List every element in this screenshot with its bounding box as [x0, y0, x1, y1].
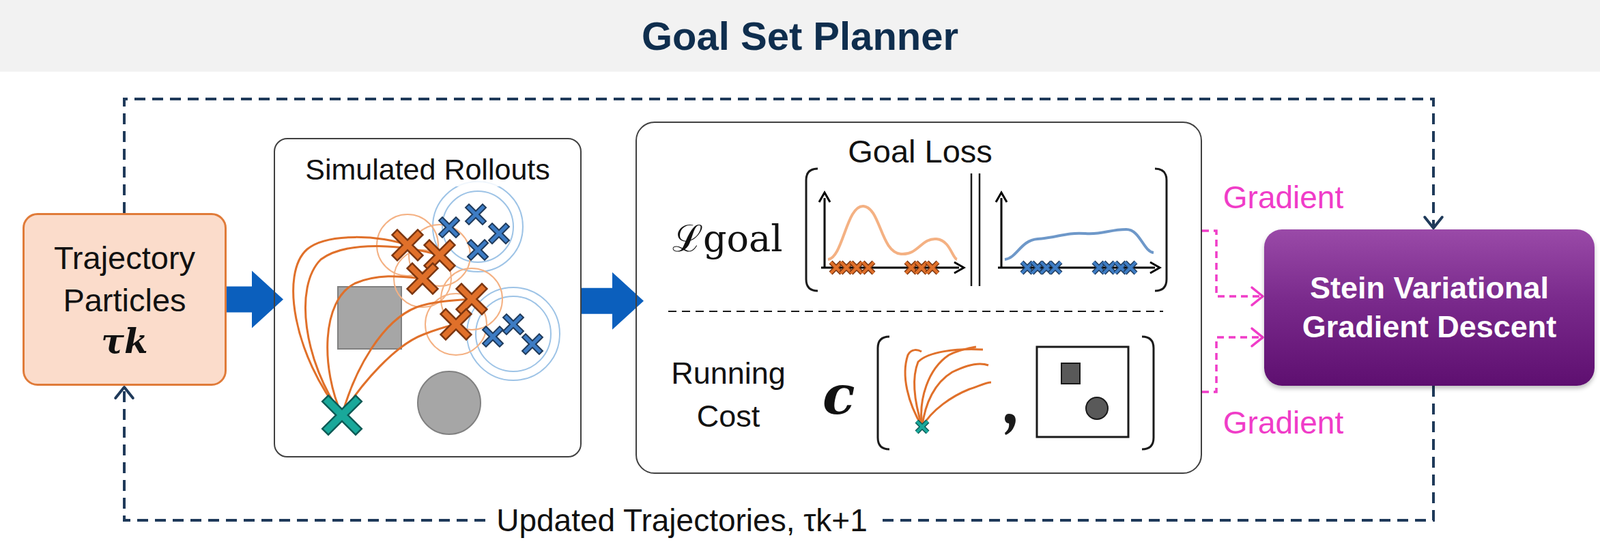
node-text: Trajectory Particles: [31, 236, 218, 321]
svgd-box: Stein Variational Gradient Descent: [1264, 229, 1595, 386]
arrow-head: [1251, 328, 1263, 347]
arrow-head: [1424, 217, 1443, 228]
connector-line: [1202, 230, 1263, 297]
title-band: Goal Set Planner: [0, 0, 1600, 72]
connector-line: [124, 98, 1434, 228]
rollouts-panel: Simulated Rollouts: [273, 137, 582, 458]
connector: [1202, 328, 1263, 392]
title: Goal Set Planner: [641, 12, 959, 59]
edge-label: Gradient: [1223, 178, 1344, 216]
edge-label: Updated Trajectories, τk+1: [486, 501, 878, 539]
running-cost-figures: [877, 336, 1154, 450]
connector-line: [124, 385, 1434, 521]
node-text: Running Cost: [649, 351, 808, 438]
rollout-scene: [293, 181, 560, 435]
node-text: Simulated Rollouts: [301, 152, 555, 187]
node-text: τk: [101, 320, 148, 362]
loss-panel: Goal LossℒgoalRunning Cost c: [635, 121, 1203, 474]
connector: [124, 98, 1443, 228]
connector: [115, 385, 1434, 521]
edge-label: Gradient: [1223, 404, 1344, 441]
arrow-head: [115, 387, 134, 398]
block-arrow: [581, 272, 644, 330]
node-text: ℒgoal: [672, 211, 783, 263]
arrow-head: [1251, 287, 1263, 306]
connector: [1202, 230, 1263, 306]
node-text: Stein Variational Gradient Descent: [1272, 268, 1587, 347]
node-text: c: [822, 368, 856, 422]
particles-box: Trajectory Particlesτk: [22, 212, 227, 386]
node-text: Goal Loss: [636, 132, 1204, 170]
goal-loss-plots: [668, 168, 1167, 312]
